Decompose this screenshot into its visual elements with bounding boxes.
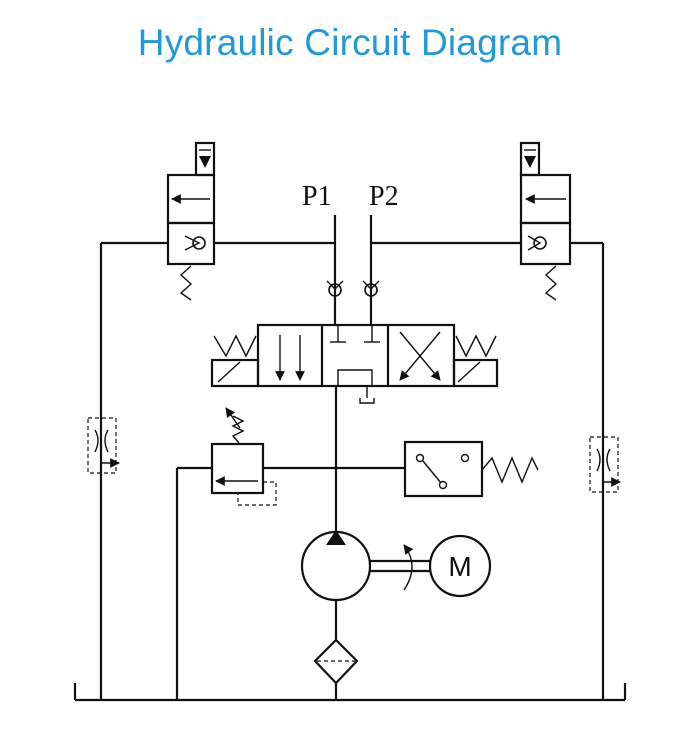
throttle-valve-right (589, 436, 621, 493)
throttle-valve-left (87, 417, 120, 474)
check-valve-p2 (362, 215, 380, 325)
pressure-switch (403, 440, 539, 498)
port-p2-label: P2 (369, 181, 399, 212)
right-return-line (570, 241, 605, 700)
check-valve-p1 (326, 215, 344, 325)
tank (73, 683, 627, 702)
filter (313, 638, 359, 700)
solenoid-valve-right (371, 141, 572, 301)
pump (300, 530, 430, 640)
pressure-line (263, 386, 405, 533)
page-title: Hydraulic Circuit Diagram (137, 22, 563, 63)
solenoid-valve-left (166, 141, 335, 301)
directional-control-valve (210, 323, 499, 404)
left-return-line (99, 241, 168, 700)
relief-valve (175, 407, 277, 700)
port-p1-label: P1 (302, 181, 332, 212)
motor-label: M (448, 551, 471, 582)
electric-motor (428, 534, 492, 598)
